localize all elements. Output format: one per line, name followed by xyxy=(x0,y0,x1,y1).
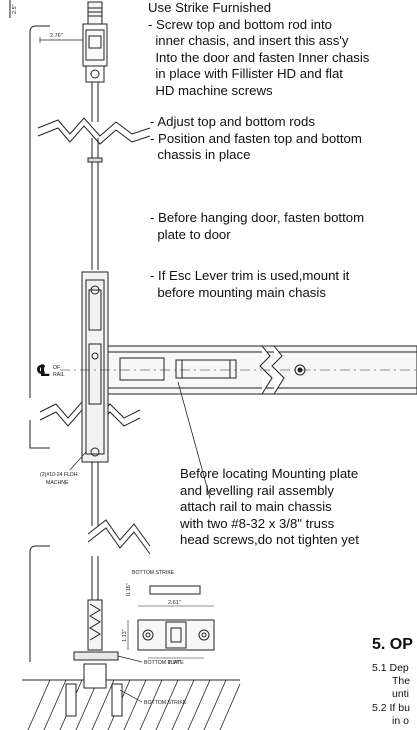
screw-leader xyxy=(69,451,87,471)
note-block-strike: Use Strike Furnished - Screw top and bot… xyxy=(148,0,369,100)
step-5-1-line-1: 5.1 Dep xyxy=(372,662,409,674)
step-5-2-line-2: in o xyxy=(392,715,409,727)
callout-leader xyxy=(177,381,211,499)
note-line: - If Esc Lever trim is used,mount it xyxy=(150,268,350,283)
note-line: head screws,do not tighten yet xyxy=(180,532,359,548)
note-line: Into the door and fasten Inner chasis xyxy=(148,49,370,65)
note-block-esc-lever: - If Esc Lever trim is used,mount it bef… xyxy=(150,268,349,301)
note-line: plate to door xyxy=(150,226,231,242)
bottom-plate-label: BOTTOM PLATE xyxy=(144,660,184,666)
screw-label-2: MACHNE xyxy=(46,480,69,486)
bottom-strike-detail xyxy=(127,585,215,659)
step-5-1-line-2: The xyxy=(392,675,411,687)
note-line: Before locating Mounting plate xyxy=(180,466,359,481)
dim-top-label: 2.5" xyxy=(12,4,18,14)
centerline-text-rail: RAIL xyxy=(53,372,65,378)
note-line: HD machine screws xyxy=(148,82,273,98)
rail-assembly xyxy=(60,345,417,395)
bottom-rod xyxy=(87,462,103,651)
note-line: - Adjust top and bottom rods xyxy=(150,114,315,129)
note-line: chassis in place xyxy=(150,147,251,163)
note-line: in place with Fillister HD and flat xyxy=(148,66,343,82)
top-strike-assembly xyxy=(39,1,108,83)
note-block-mounting-plate: Before locating Mounting plate and level… xyxy=(180,466,359,549)
step-5-2-line-1: 5.2 If bu xyxy=(372,702,410,714)
note-block-bottom-plate: - Before hanging door, fasten bottom pla… xyxy=(150,210,364,243)
note-line: and levelling rail assembly xyxy=(180,482,334,498)
note-line: - Screw top and bottom rod into xyxy=(148,16,332,32)
note-line: - Before hanging door, fasten bottom xyxy=(150,210,365,225)
dim-width-label: 2.76" xyxy=(50,33,63,39)
section-heading: 5. OP xyxy=(372,636,413,653)
dim-197-label: 1.97" xyxy=(168,660,181,666)
dim-016-label: 0.16" xyxy=(126,583,132,596)
note-line: attach rail to main chassis xyxy=(180,499,332,515)
note-line: before mounting main chasis xyxy=(150,284,326,300)
step-5-1-line-3: unti xyxy=(392,688,409,700)
note-block-rods: - Adjust top and bottom rods - Position … xyxy=(150,114,362,164)
top-rod xyxy=(87,82,103,270)
note-line: - Position and fasten top and bottom xyxy=(150,130,362,146)
centerline-symbol: ℄ xyxy=(36,361,50,380)
centerline-text-of: OF xyxy=(53,365,60,371)
bottom-strike-bottom-label: BOTTOM STRIKE xyxy=(144,700,187,706)
note-line: Use Strike Furnished xyxy=(148,0,272,15)
note-line: inner chasis, and insert this ass'y xyxy=(148,33,349,49)
dim-261-label: 2.61" xyxy=(168,600,181,606)
main-chassis xyxy=(81,271,109,463)
screw-label-1: (2)#10-24 FLDH. xyxy=(40,472,79,478)
bottom-plate-and-floor xyxy=(22,651,241,730)
door-edge-outline xyxy=(9,0,50,662)
bottom-strike-top-label: BOTTOM STRIKE xyxy=(132,570,175,576)
dim-113-label: 1.13" xyxy=(122,629,128,642)
note-line: with two #8-32 x 3/8" truss xyxy=(180,515,335,531)
